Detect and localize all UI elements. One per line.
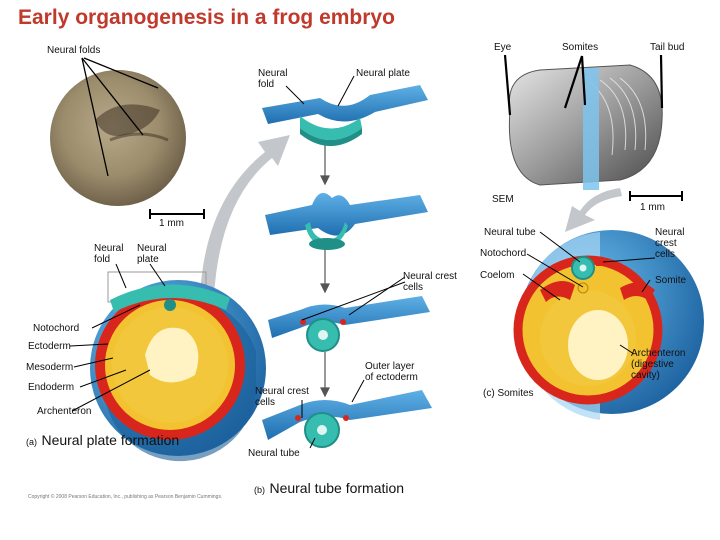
transition-arrow-a-to-b bbox=[200, 135, 290, 296]
somites-cross-section bbox=[513, 230, 704, 420]
label-neural-crest-cells-b: Neural crest cells bbox=[403, 271, 457, 293]
copyright-notice: Copyright © 2008 Pearson Education, Inc.… bbox=[28, 494, 223, 500]
caption-c: (c) Somites bbox=[483, 388, 534, 399]
scale-bar-right bbox=[629, 191, 683, 201]
label-notochord-a: Notochord bbox=[33, 323, 80, 334]
label-mesoderm: Mesoderm bbox=[26, 362, 74, 373]
label-archenteron-a: Archenteron bbox=[37, 406, 92, 417]
neural-folds-pointer-lines bbox=[81, 57, 159, 177]
caption-b-letter: (b) bbox=[254, 485, 265, 495]
label-eye: Eye bbox=[494, 42, 512, 53]
label-neural-tube-c: Neural tube bbox=[484, 227, 536, 238]
label-neural-fold-b: Neural fold bbox=[258, 68, 288, 90]
neural-plate-cross-section bbox=[90, 271, 266, 462]
caption-a-letter: (a) bbox=[26, 437, 37, 447]
label-coelom: Coelom bbox=[480, 270, 515, 281]
label-neural-tube-b: Neural tube bbox=[248, 448, 300, 459]
label-ectoderm: Ectoderm bbox=[28, 341, 71, 352]
label-neural-plate-b: Neural plate bbox=[356, 68, 410, 79]
label-neural-folds: Neural folds bbox=[47, 45, 101, 56]
label-somites-sem: Somites bbox=[562, 42, 599, 53]
label-outer-layer-ectoderm: Outer layer of ectoderm bbox=[365, 361, 418, 383]
caption-a: (a) Neural plate formation bbox=[26, 432, 179, 450]
label-tail-bud: Tail bud bbox=[650, 42, 685, 53]
sem-image bbox=[500, 60, 672, 190]
caption-b: (b) Neural tube formation bbox=[254, 480, 404, 498]
sem-pointer-lines bbox=[503, 54, 664, 116]
label-scale-right: 1 mm bbox=[640, 202, 665, 213]
page-title: Early organogenesis in a frog embryo bbox=[18, 6, 395, 29]
transition-arrow-sem-to-c bbox=[565, 188, 622, 232]
label-notochord-c: Notochord bbox=[480, 248, 527, 259]
label-endoderm: Endoderm bbox=[28, 382, 75, 393]
label-pointer-lines bbox=[69, 75, 656, 449]
label-neural-plate-a: Neural plate bbox=[137, 243, 167, 265]
label-sem: SEM bbox=[492, 194, 514, 205]
egg-photo bbox=[50, 70, 186, 206]
step-arrows-b bbox=[320, 140, 330, 398]
label-neural-crest-cells-c: Neural crest cells bbox=[655, 227, 685, 260]
label-archenteron-c: Archenteron (digestive cavity) bbox=[631, 348, 686, 381]
label-neural-fold-a: Neural fold bbox=[94, 243, 124, 265]
label-scale-left: 1 mm bbox=[159, 218, 184, 229]
neural-fold-stage-2 bbox=[265, 192, 428, 250]
caption-b-text: Neural tube formation bbox=[269, 480, 405, 496]
neural-plate-stage-1 bbox=[262, 85, 428, 146]
neural-tube-stage-4 bbox=[262, 390, 432, 448]
neural-crest-stage-3 bbox=[268, 296, 430, 352]
label-somite: Somite bbox=[655, 275, 687, 286]
caption-a-text: Neural plate formation bbox=[41, 432, 180, 448]
scale-bar-left bbox=[149, 209, 205, 219]
label-neural-crest-cells-b2: Neural crest cells bbox=[255, 386, 309, 408]
